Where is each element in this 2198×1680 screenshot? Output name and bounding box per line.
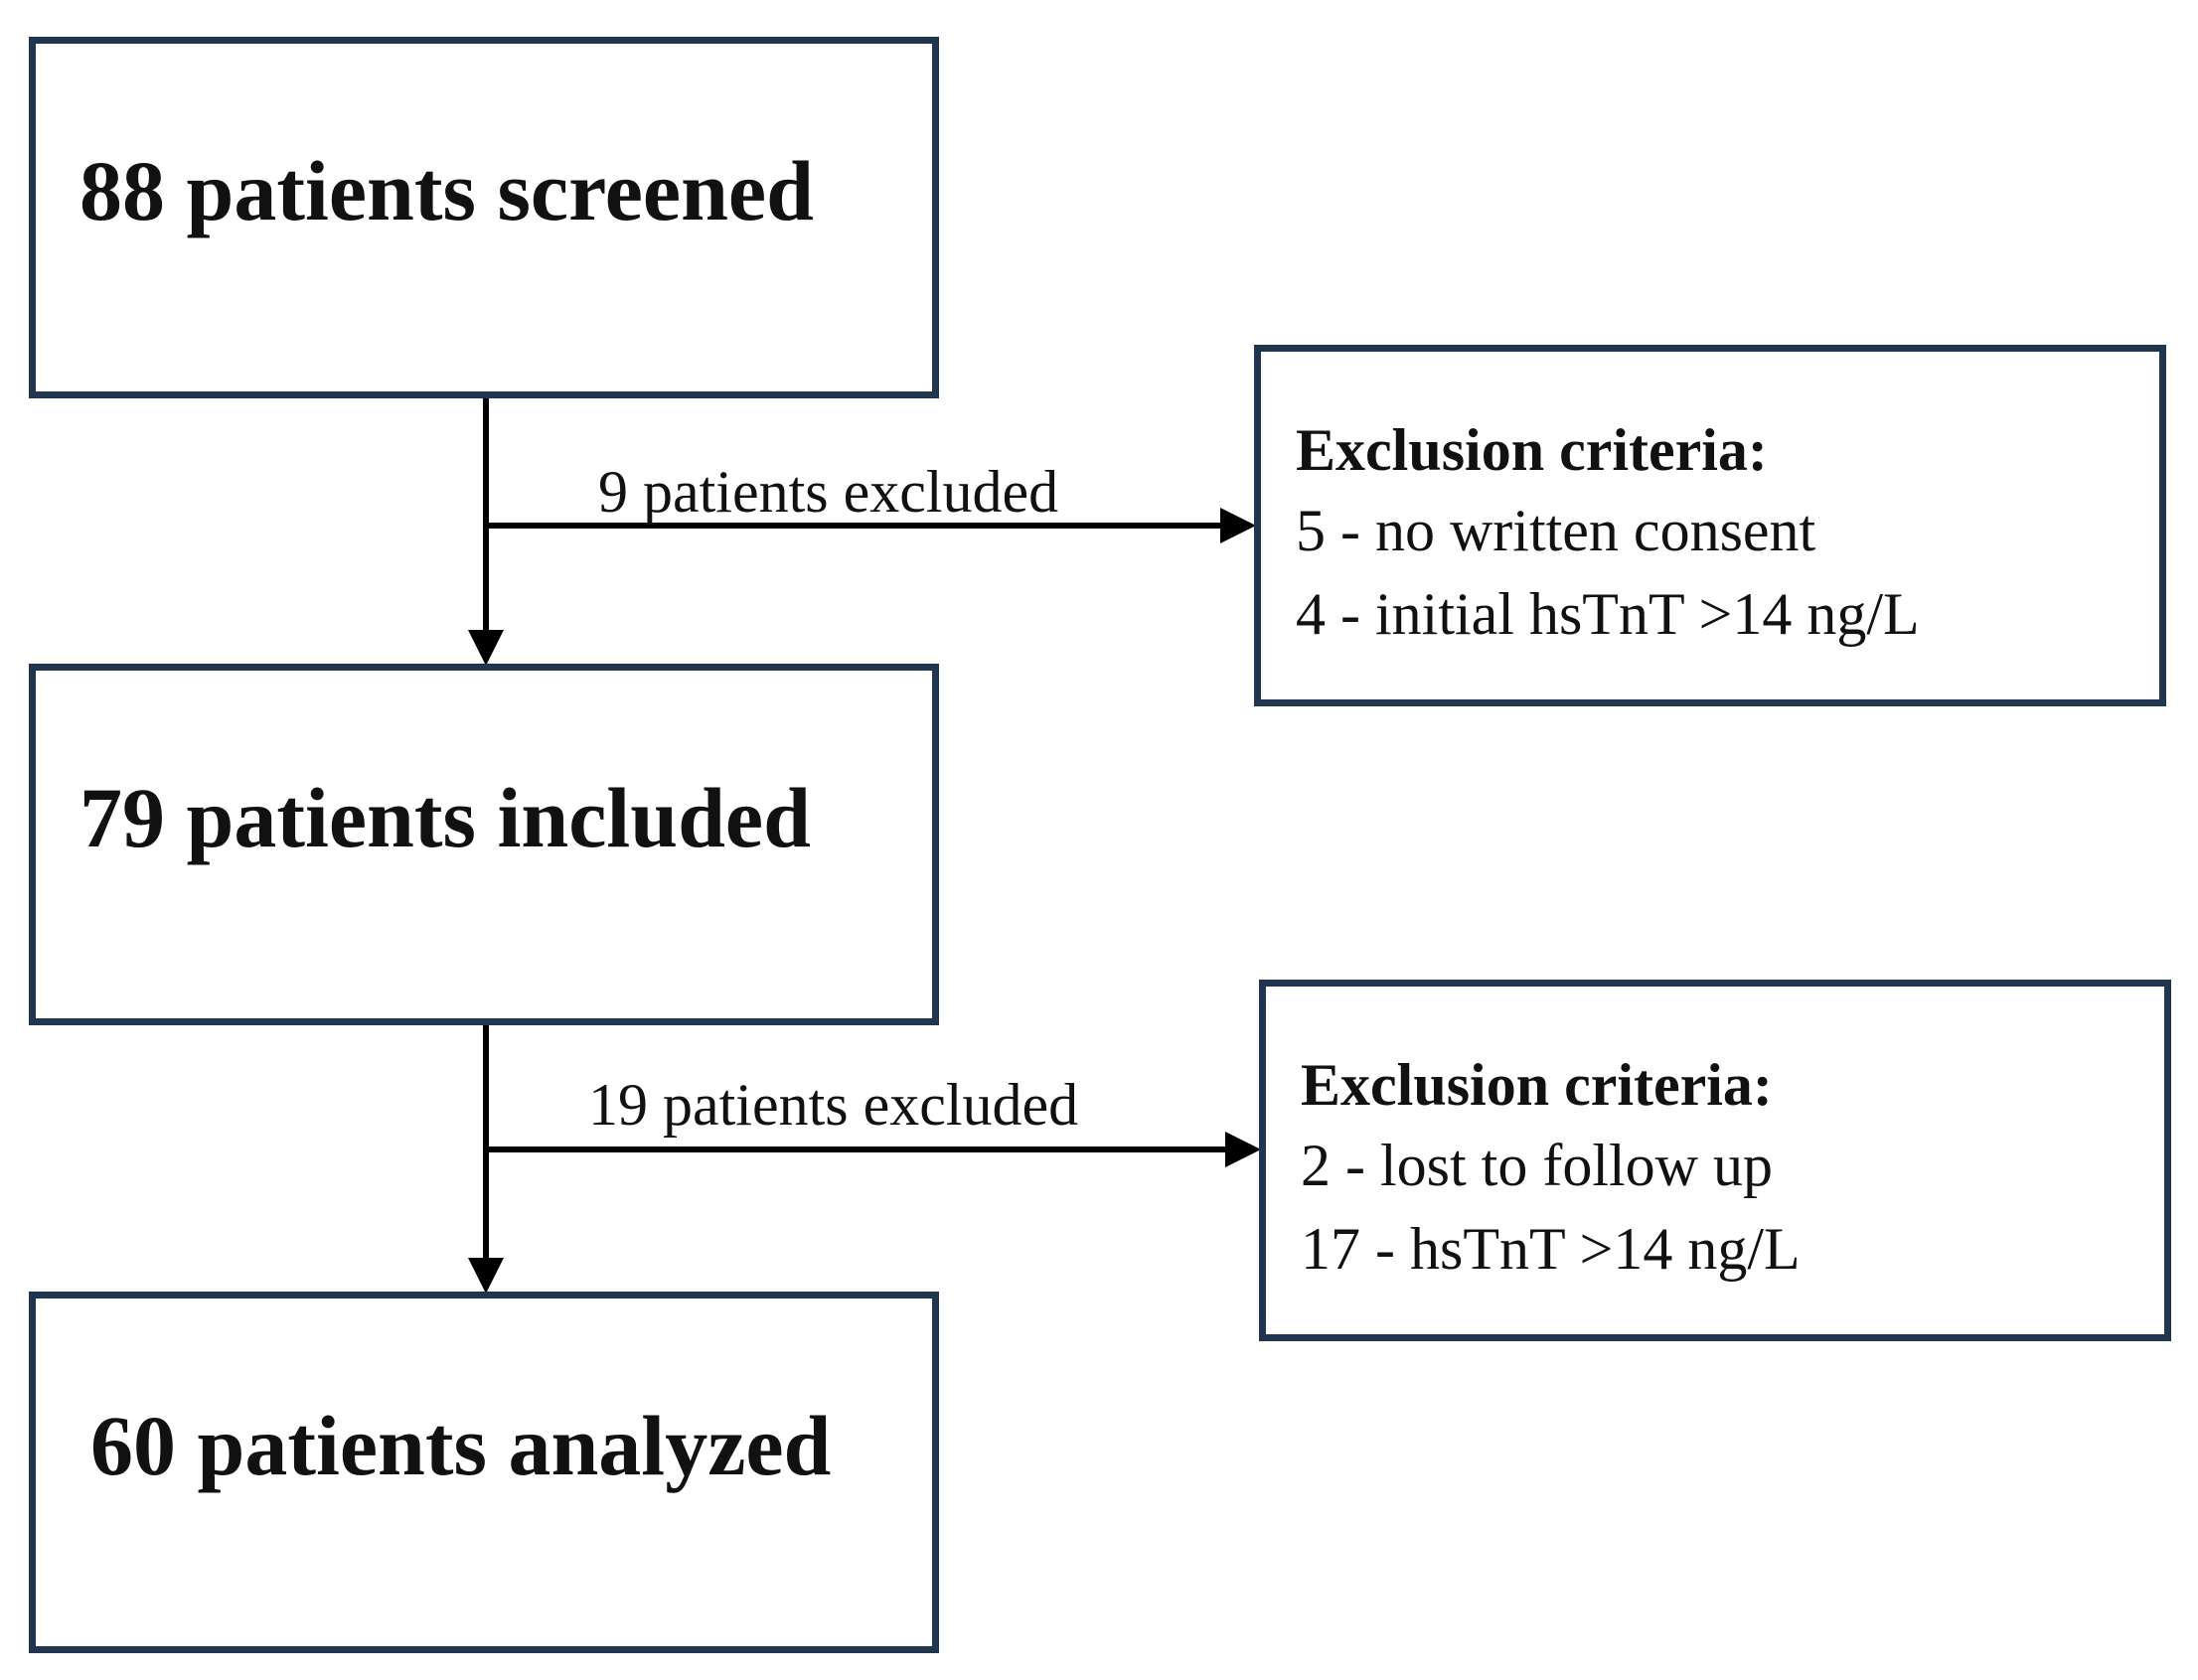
screened-label: 88 patients screened (79, 143, 814, 238)
included-box: 79 patients included (29, 664, 939, 1025)
exclusion-criteria-title: Exclusion criteria: (1296, 417, 1768, 483)
exclusion-label-2: 19 patients excluded (588, 1072, 1079, 1138)
screened-box: 88 patients screened (29, 37, 939, 398)
exclusion-criteria-item: 17 - hsTnT >14 ng/L (1301, 1216, 1801, 1282)
exclusion-criteria-item: 2 - lost to follow up (1301, 1133, 1773, 1198)
exclusion-criteria-box-2: Exclusion criteria: 2 - lost to follow u… (1259, 980, 2171, 1341)
analyzed-label: 60 patients analyzed (90, 1397, 832, 1493)
exclusion-criteria-item: 5 - no written consent (1296, 498, 1816, 563)
analyzed-box: 60 patients analyzed (29, 1292, 939, 1653)
exclusion-criteria-item: 4 - initial hsTnT >14 ng/L (1296, 581, 1920, 647)
exclusion-criteria-title: Exclusion criteria: (1301, 1052, 1773, 1118)
exclusion-criteria-box-1: Exclusion criteria: 5 - no written conse… (1254, 345, 2166, 706)
exclusion-label-1: 9 patients excluded (598, 459, 1059, 525)
included-label: 79 patients included (79, 770, 811, 865)
